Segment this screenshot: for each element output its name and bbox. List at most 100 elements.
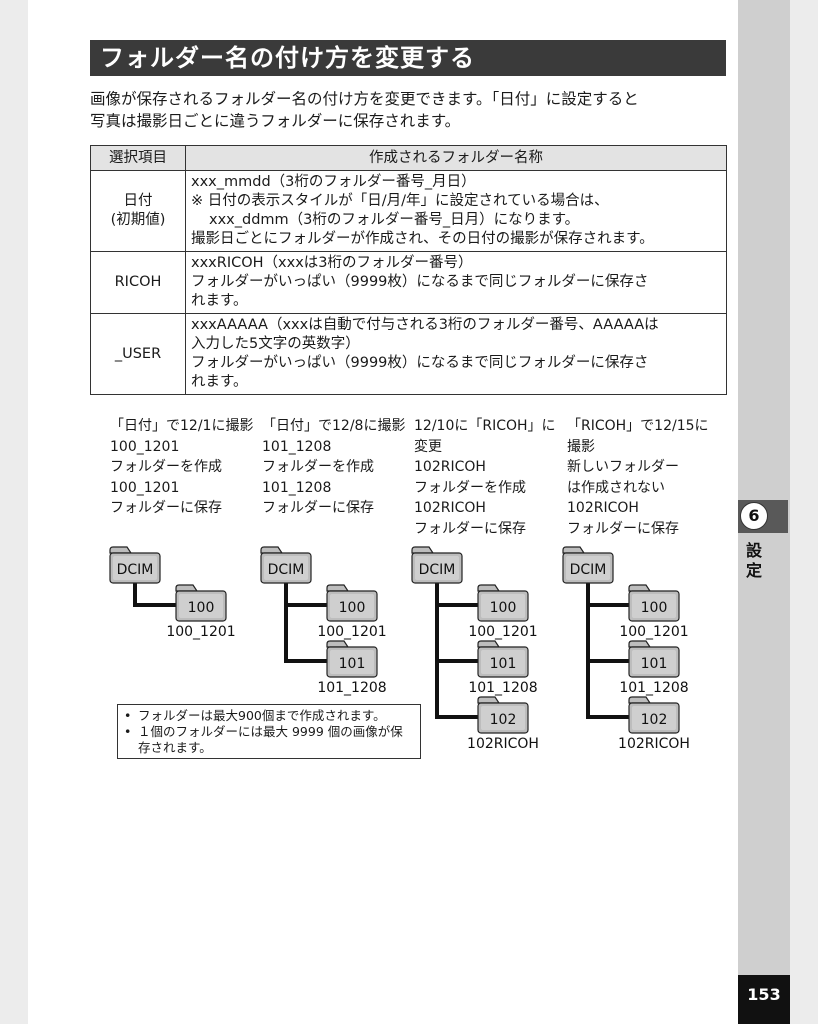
right-margin [790, 0, 818, 1024]
table-desc-cell: xxxRICOH（xxxは3桁のフォルダー番号） フォルダーがいっぱい（9999… [185, 251, 727, 314]
folder-icon: 100 [628, 584, 680, 622]
folder-icon: 100 [477, 584, 529, 622]
example-line: 100_1201 [110, 479, 180, 496]
page-title: フォルダー名の付け方を変更する [90, 40, 726, 76]
desc-line: れます。 [191, 293, 248, 309]
desc-line: 入力した5文字の英数字） [191, 336, 360, 352]
example-line: フォルダーを作成 [414, 479, 526, 496]
page-number-box [738, 975, 790, 1024]
item-label: 日付 [123, 193, 153, 209]
table-row: RICOH xxxRICOH（xxxは3桁のフォルダー番号） フォルダーがいっぱ… [90, 251, 727, 314]
chapter-label: 設定 [745, 541, 762, 580]
example-line: フォルダーを作成 [262, 459, 374, 475]
folder-number: 102 [490, 712, 517, 728]
intro-line: 写真は撮影日ごとに違うフォルダーに保存されます。 [90, 112, 461, 130]
folder-name-label: 102RICOH [467, 736, 539, 752]
desc-line: xxxRICOH（xxxは3桁のフォルダー番号） [191, 255, 473, 271]
example-line: 変更 [414, 438, 442, 455]
item-sublabel: (初期値) [110, 212, 166, 228]
folder-number: 100 [188, 600, 215, 616]
folder-tree-1: 100 100_1201 DCIM [109, 546, 236, 640]
example-column-2: 「日付」で12/8に撮影 101_1208 フォルダーを作成 101_1208 … [262, 416, 405, 519]
note-text: １個のフォルダーには最大 9999 個の画像が保存されます。 [138, 724, 403, 755]
example-column-1: 「日付」で12/1に撮影 100_1201 フォルダーを作成 100_1201 … [110, 416, 253, 519]
folder-number: 101 [490, 656, 517, 672]
example-line: フォルダーに保存 [110, 500, 222, 516]
desc-line: フォルダーがいっぱい（9999枚）になるまで同じフォルダーに保存さ [191, 355, 649, 371]
table-desc-cell: xxx_mmdd（3桁のフォルダー番号_月日） ※ 日付の表示スタイルが「日/月… [185, 170, 727, 252]
note-bullet: • [124, 708, 132, 723]
example-line: フォルダーに保存 [567, 520, 679, 537]
folder-icon: 101 [477, 640, 529, 678]
folder-number: 100 [490, 600, 517, 616]
table-item-cell: RICOH [90, 251, 186, 314]
example-line: 新しいフォルダー [567, 459, 679, 475]
desc-line: xxxAAAAA（xxxは自動で付与される3桁のフォルダー番号、AAAAAは [191, 317, 659, 333]
table-row: _USER xxxAAAAA（xxxは自動で付与される3桁のフォルダー番号、AA… [90, 313, 727, 395]
table-item-cell: 日付 (初期値) [90, 170, 186, 252]
desc-line: れます。 [191, 374, 248, 390]
note-text: フォルダーは最大900個まで作成されます。 [138, 708, 386, 723]
folder-name-label: 100_1201 [166, 624, 235, 640]
folder-name-table: 選択項目 作成されるフォルダー名称 日付 (初期値) xxx_mmdd（3桁のフ… [90, 145, 727, 395]
dcim-folder-icon: DCIM [109, 546, 161, 584]
note-item: • １個のフォルダーには最大 9999 個の画像が保存されます。 [124, 724, 414, 756]
example-line: 101_1208 [262, 438, 332, 455]
folder-number: DCIM [117, 562, 154, 578]
example-line: 撮影 [567, 438, 595, 455]
folder-number: DCIM [268, 562, 305, 578]
desc-line: ※ 日付の表示スタイルが「日/月/年」に設定されている場合は、 [191, 193, 609, 209]
folder-name-label: 101_1208 [317, 680, 386, 696]
intro-text: 画像が保存されるフォルダー名の付け方を変更できます。「日付」に設定すると 写真は… [90, 88, 730, 132]
folder-icon: 101 [326, 640, 378, 678]
note-item: • フォルダーは最大900個まで作成されます。 [124, 708, 414, 724]
item-label: _USER [114, 345, 162, 362]
dcim-folder-icon: DCIM [562, 546, 614, 584]
folder-name-label: 102RICOH [618, 736, 690, 752]
folder-icon: 101 [628, 640, 680, 678]
example-line: 102RICOH [414, 500, 486, 516]
table-item-cell: _USER [90, 313, 186, 395]
folder-icon: 100 [175, 584, 227, 622]
example-line: は作成されない [567, 479, 665, 496]
example-column-4: 「RICOH」で12/15に 撮影 新しいフォルダー は作成されない 102RI… [567, 416, 709, 539]
chapter-number: 6 [740, 502, 768, 530]
folder-name-label: 100_1201 [468, 624, 537, 640]
dcim-folder-icon: DCIM [260, 546, 312, 584]
table-row: 日付 (初期値) xxx_mmdd（3桁のフォルダー番号_月日） ※ 日付の表示… [90, 170, 727, 252]
desc-line: xxx_ddmm（3桁のフォルダー番号_日月）になります。 [209, 212, 580, 228]
header-desc: 作成されるフォルダー名称 [185, 145, 727, 171]
intro-line: 画像が保存されるフォルダー名の付け方を変更できます。「日付」に設定すると [90, 90, 639, 108]
folder-number: 101 [339, 656, 366, 672]
folder-number: 102 [641, 712, 668, 728]
folder-number: DCIM [570, 562, 607, 578]
example-line: 102RICOH [567, 500, 639, 516]
header-item: 選択項目 [90, 145, 186, 171]
desc-line: フォルダーがいっぱい（9999枚）になるまで同じフォルダーに保存さ [191, 274, 649, 290]
page-number: 153 [747, 985, 781, 1004]
folder-number: 101 [641, 656, 668, 672]
desc-line: 撮影日ごとにフォルダーが作成され、その日付の撮影が保存されます。 [191, 231, 654, 247]
folder-name-label: 100_1201 [317, 624, 386, 640]
folder-tree-2: 100 100_1201 101 101_1208 DCIM [260, 546, 387, 696]
table-desc-cell: xxxAAAAA（xxxは自動で付与される3桁のフォルダー番号、AAAAAは 入… [185, 313, 727, 395]
folder-number: DCIM [419, 562, 456, 578]
example-line: 「日付」で12/8に撮影 [262, 418, 406, 434]
folder-icon: 102 [628, 696, 680, 734]
folder-icon: 100 [326, 584, 378, 622]
example-line: 102RICOH [414, 459, 486, 475]
note-bullet: • [124, 724, 132, 739]
dcim-folder-icon: DCIM [411, 546, 463, 584]
example-line: 101_1208 [262, 479, 332, 496]
folder-number: 100 [641, 600, 668, 616]
example-line: 100_1201 [110, 438, 180, 455]
folder-name-label: 101_1208 [619, 680, 688, 696]
example-line: フォルダーを作成 [110, 459, 222, 475]
folder-tree-4: 100 100_1201 101 101_1208 102 102RICOH DCIM [562, 546, 690, 752]
folder-name-label: 100_1201 [619, 624, 688, 640]
example-line: 「日付」で12/1に撮影 [110, 418, 254, 434]
item-label: RICOH [114, 274, 162, 290]
notes-box: • フォルダーは最大900個まで作成されます。 • １個のフォルダーには最大 9… [117, 704, 421, 759]
folder-number: 100 [339, 600, 366, 616]
